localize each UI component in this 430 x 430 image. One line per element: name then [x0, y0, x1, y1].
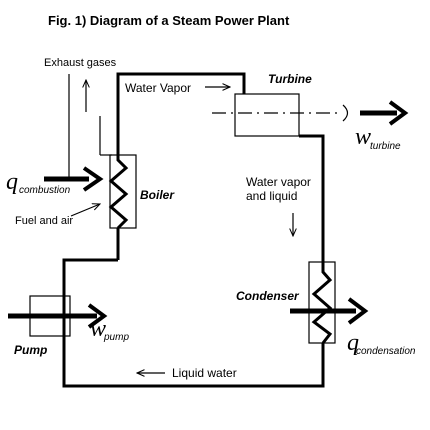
fuel-and-air-label: Fuel and air: [15, 215, 73, 227]
boiler-coil: [108, 145, 129, 230]
water-vapor-label: Water Vapor: [125, 81, 191, 95]
q-combustion-subscript: combustion: [19, 185, 71, 196]
liquid-water-label: Liquid water: [172, 366, 237, 380]
shaft-rotation-mark: [342, 104, 349, 122]
w-pump-arrow: [8, 303, 108, 329]
fuel-air-arrow: [70, 204, 100, 217]
pipe-condenser-line: [299, 134, 325, 262]
q-condensation-symbol: q: [347, 330, 359, 356]
exhaust-stack: [68, 74, 112, 180]
w-pump-symbol: w: [90, 316, 106, 342]
boiler: [108, 145, 137, 230]
w-turbine-arrow: [360, 100, 409, 126]
w-turbine-subscript: turbine: [370, 141, 401, 152]
q-combustion-symbol: q: [6, 169, 18, 195]
condenser-label: Condenser: [236, 289, 300, 303]
boiler-label: Boiler: [140, 188, 175, 202]
w-turbine-symbol: w: [355, 124, 371, 150]
turbine-label: Turbine: [268, 72, 312, 86]
pipe-pump-line: [62, 258, 325, 388]
pump-label: Pump: [14, 343, 47, 357]
q-condensation-subscript: condensation: [356, 346, 416, 357]
figure-title: Fig. 1) Diagram of a Steam Power Plant: [48, 13, 290, 28]
w-pump-subscript: pump: [103, 332, 129, 343]
condenser-coil: [311, 262, 333, 344]
water-vapor-and-liquid-line-2: and liquid: [246, 189, 297, 203]
q-condensation-arrow: [290, 297, 369, 325]
exhaust-gases-label: Exhaust gases: [44, 57, 117, 69]
turbine-box: [234, 93, 300, 137]
q-combustion-arrow: [44, 166, 104, 192]
boiler-box: [109, 154, 137, 229]
turbine: [212, 93, 349, 137]
water-vapor-and-liquid-line-1: Water vapor: [246, 175, 311, 189]
pipe-vapor-line: [116, 72, 246, 145]
cycle-loop: [62, 72, 325, 388]
condenser: [308, 261, 336, 344]
